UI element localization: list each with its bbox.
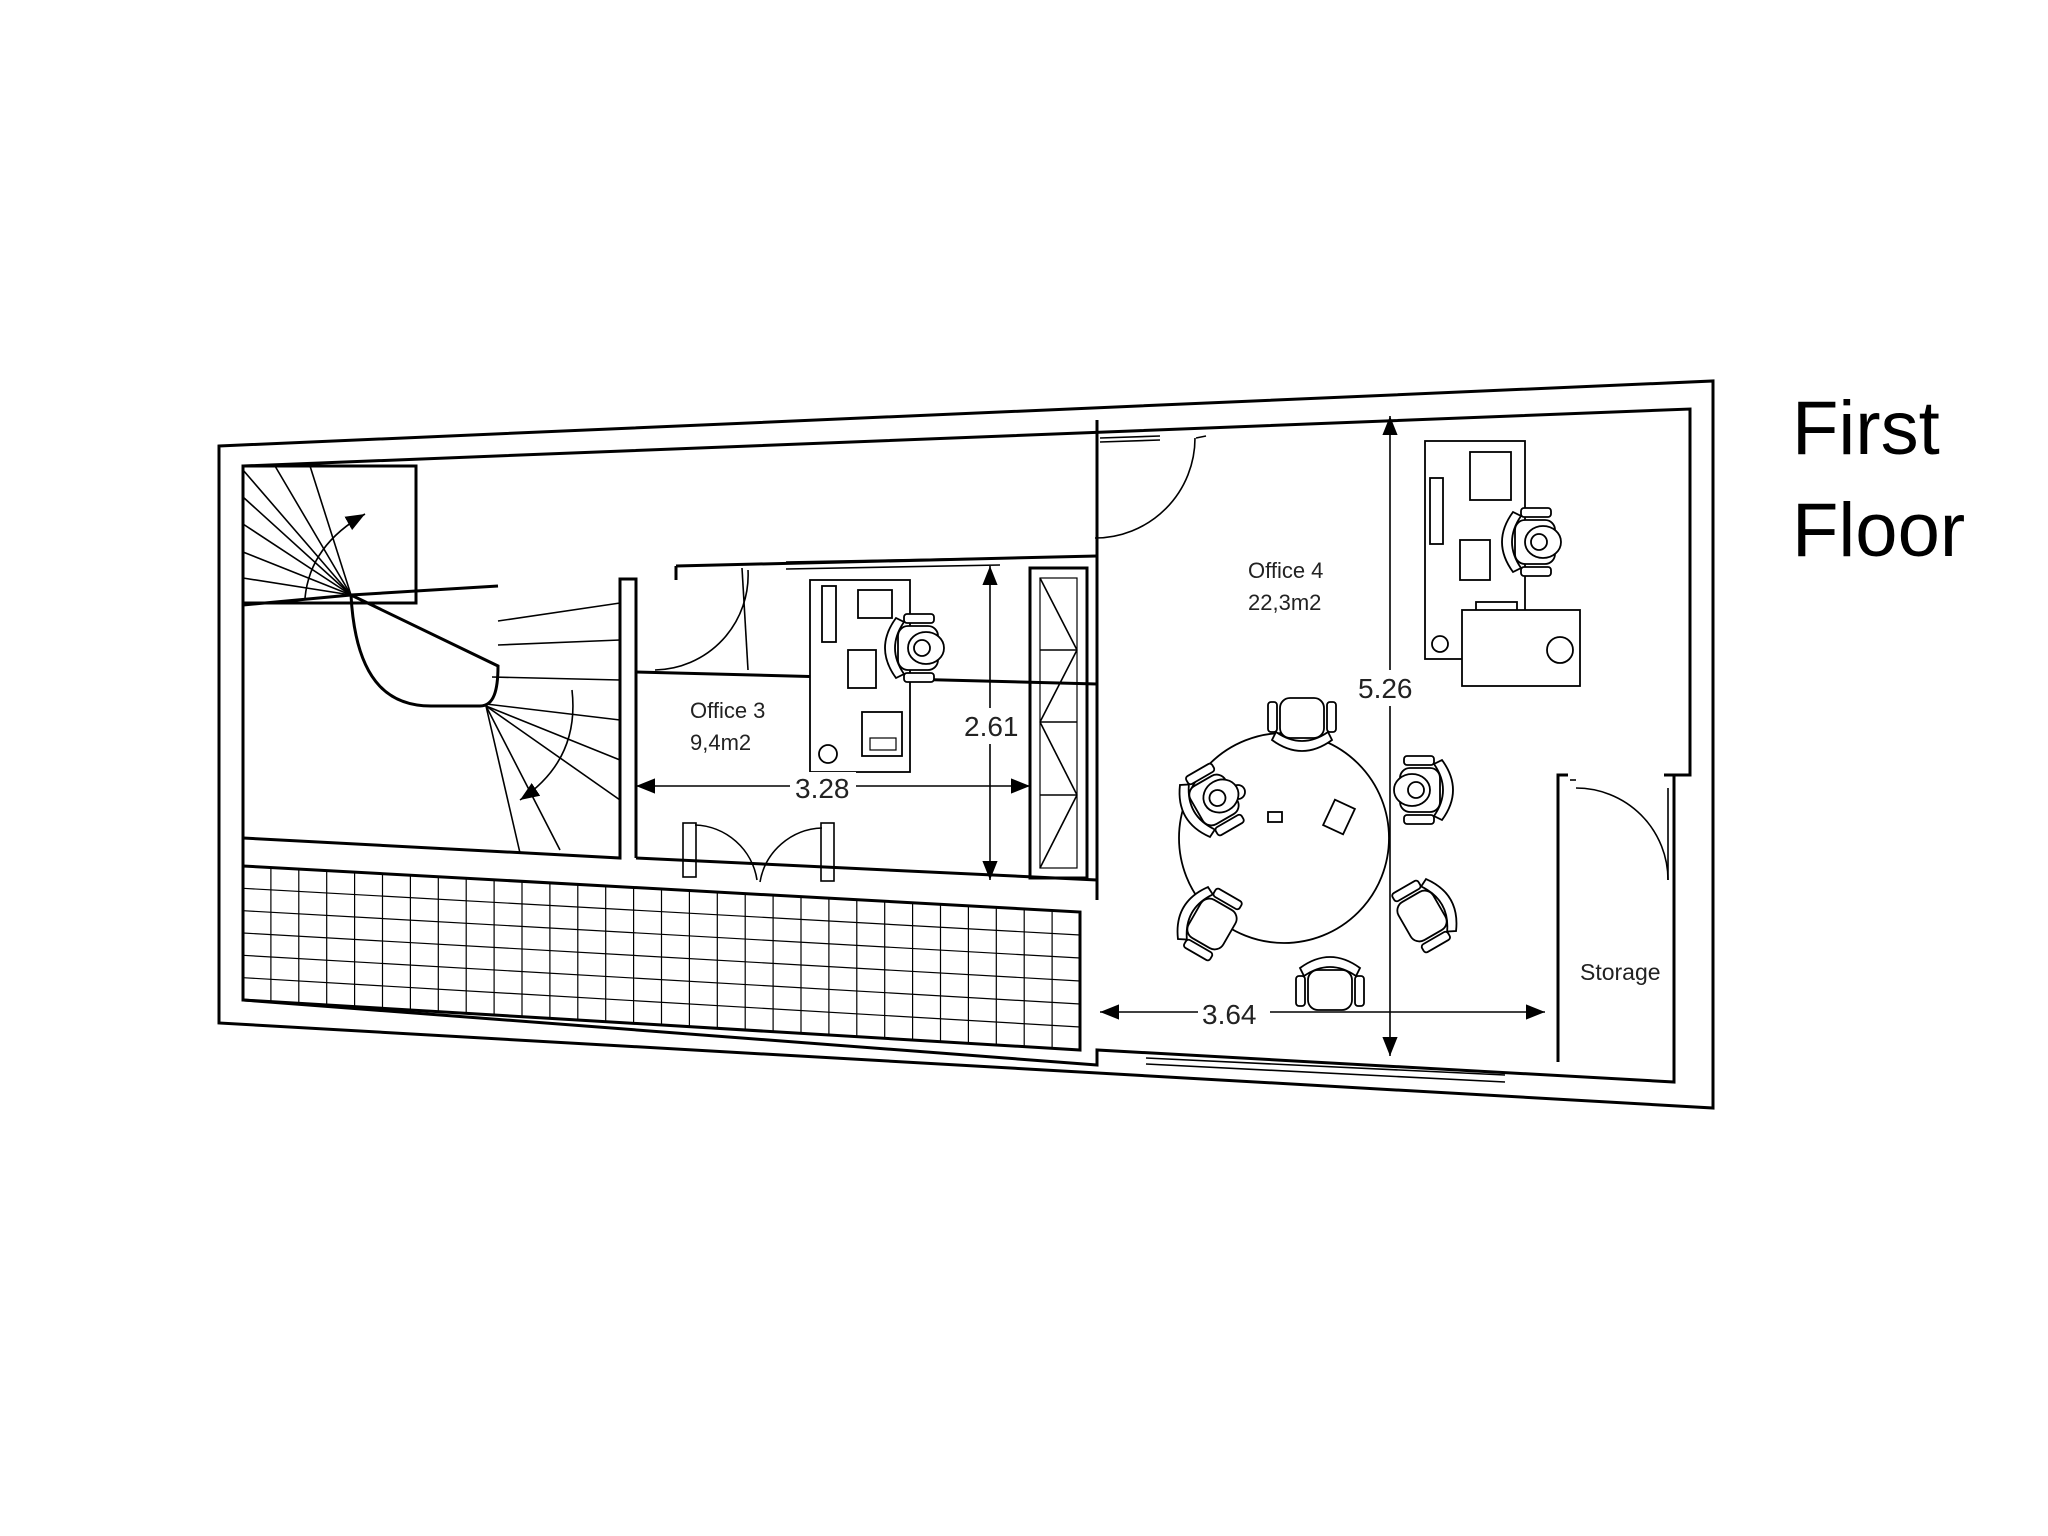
stair-treads bbox=[242, 465, 621, 854]
grille-line bbox=[242, 932, 1081, 982]
grille-line bbox=[242, 910, 1081, 959]
office-3-name: Office 3 bbox=[690, 698, 765, 723]
outer-walls bbox=[217, 379, 1715, 1110]
office-4-width-dimension: 3.64 bbox=[1202, 999, 1257, 1030]
storage-room bbox=[1556, 773, 1674, 1062]
floor-title-line-1: First bbox=[1792, 386, 1940, 471]
office-3-bookshelf bbox=[1028, 566, 1089, 880]
office-4 bbox=[1094, 420, 1581, 1083]
office-4-depth-dimension: 5.26 bbox=[1358, 673, 1413, 704]
office-3 bbox=[635, 540, 1099, 900]
office-3-width-dimension: 3.28 bbox=[795, 773, 850, 804]
office-4-name: Office 4 bbox=[1248, 558, 1323, 583]
storage-name: Storage bbox=[1580, 959, 1661, 985]
floor-title: First Floor bbox=[1792, 378, 2032, 582]
staircase bbox=[241, 464, 638, 860]
office-4-area: 22,3m2 bbox=[1248, 590, 1321, 615]
grille-line bbox=[242, 977, 1081, 1028]
grille-line bbox=[242, 954, 1081, 1005]
meeting-table bbox=[1165, 697, 1469, 1011]
office-4-desk bbox=[1424, 440, 1581, 687]
dimension-lines bbox=[636, 416, 1545, 1056]
room-labels: Office 3 9,4m2 Office 4 22,3m2 Storage 3… bbox=[690, 558, 1661, 1030]
balcony-grille bbox=[241, 864, 1082, 1052]
office-3-desk bbox=[809, 579, 944, 773]
floor-title-line-2: Floor bbox=[1792, 488, 1966, 573]
office-3-area: 9,4m2 bbox=[690, 730, 751, 755]
office-3-depth-dimension: 2.61 bbox=[964, 711, 1019, 742]
stair-direction-arrows bbox=[304, 513, 574, 801]
grille-line bbox=[242, 887, 1081, 936]
